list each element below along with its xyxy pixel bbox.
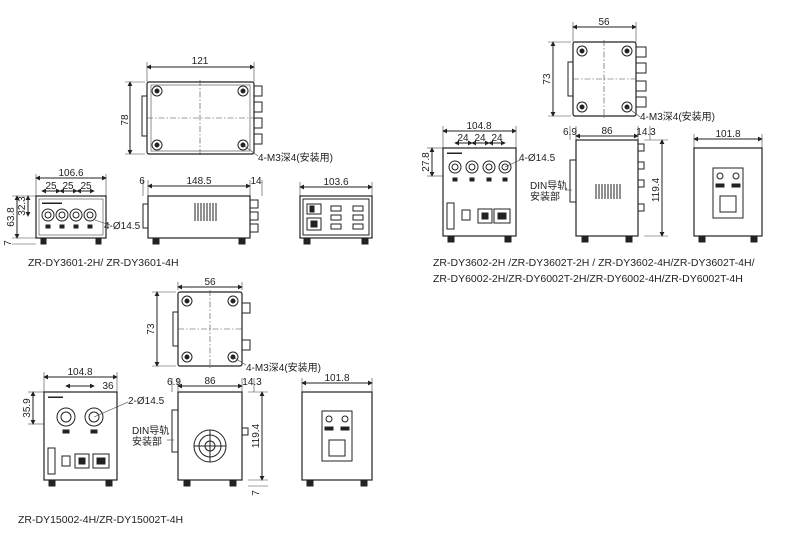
dy3601-front-height: 63.8 — [6, 207, 17, 227]
dy15002-side-height: 119.4 — [251, 423, 262, 448]
dy3601-side-width: 148.5 — [186, 176, 211, 187]
unit-dy3602: 56 73 4-M3深4(安装用) 104.8 — [421, 17, 763, 285]
dy3602-front-width: 104.8 — [466, 121, 491, 132]
dy15002-side-width: 86 — [204, 376, 216, 387]
svg-text:▬▬▬: ▬▬▬ — [48, 394, 63, 400]
dy15002-top-view: 56 73 4-M3深4(安装用) — [146, 277, 321, 374]
dy15002-top-depth: 73 — [146, 323, 157, 335]
dy3601-pitch-1: 25 — [45, 181, 57, 192]
dy3602-back-width: 101.8 — [715, 129, 740, 140]
dy3602-front-view: 104.8 24 24 24 27.8 ▬▬▬ 4-Ø14.5 — [421, 121, 556, 243]
svg-text:▬▬▬▬: ▬▬▬▬ — [42, 200, 62, 206]
dy3601-caption: ZR-DY3601-2H/ ZR-DY3601-4H — [28, 257, 179, 269]
dy15002-pitch: 36 — [102, 381, 114, 392]
dy3602-top-width: 56 — [598, 17, 610, 28]
dy3602-side-right: 14.3 — [636, 127, 656, 138]
dy3602-side-left: 6.9 — [563, 127, 577, 138]
dy3602-din-label-2: 安装部 — [530, 190, 560, 203]
dy3601-mount-note: 4-M3深4(安装用) — [258, 151, 333, 164]
dy15002-hole-note: 2-Ø14.5 — [128, 396, 165, 407]
dy3601-side-view: 148.5 6 14 — [139, 176, 263, 245]
dy3602-top-view: 56 73 4-M3深4(安装用) — [542, 17, 715, 123]
unit-dy15002: 56 73 4-M3深4(安装用) 104.8 36 — [18, 277, 373, 526]
dy3602-caption-line1: ZR-DY3602-2H /ZR-DY3602T-2H / ZR-DY3602-… — [433, 257, 755, 269]
dy15002-side-left: 6.9 — [167, 377, 181, 388]
dy3602-side-width: 86 — [601, 126, 613, 137]
dy3601-hole-note: 4-Ø14.5 — [104, 221, 141, 232]
dy15002-side-view: 6.9 86 14.3 119.4 7 DIN导轨 安装部 — [132, 376, 268, 496]
dy15002-caption: ZR-DY15002-4H/ZR-DY15002T-4H — [18, 514, 183, 526]
dy15002-din-label-1: DIN导轨 — [132, 424, 169, 437]
dy3602-din-label-1: DIN导轨 — [530, 179, 567, 192]
dy15002-mount-note: 4-M3深4(安装用) — [246, 361, 321, 374]
dy15002-front-width: 104.8 — [67, 367, 92, 378]
dy15002-back-width: 101.8 — [324, 373, 349, 384]
dy3601-back-width: 103.6 — [323, 177, 348, 188]
dy3602-pitch-1: 24 — [457, 133, 469, 144]
dy3601-knob-height: 32.3 — [17, 196, 28, 216]
dy3601-top-width: 121 — [192, 56, 209, 67]
dy3602-hole-note: 4-Ø14.5 — [519, 153, 556, 164]
dy3602-pitch-2: 24 — [474, 133, 486, 144]
dy3602-side-height: 119.4 — [651, 177, 662, 202]
svg-text:▬▬▬: ▬▬▬ — [447, 150, 462, 156]
dy15002-front-view: 104.8 36 35.9 ▬▬▬ 2-Ø14.5 — [22, 367, 165, 487]
dy3602-knob-height: 27.8 — [421, 152, 432, 172]
dy15002-side-right: 14.3 — [242, 377, 262, 388]
dy3601-top-view: 121 78 4-M3深4(安装用) — [120, 56, 333, 164]
dy3601-pitch-2: 25 — [62, 181, 74, 192]
unit-dy3601: 121 78 4-M3深4(安装用) — [3, 56, 373, 269]
dy3601-top-depth: 78 — [120, 114, 131, 126]
dy3601-front-width: 106.6 — [58, 168, 83, 179]
dy3601-side-right: 14 — [250, 176, 262, 187]
dy3601-front-view: 106.6 25 25 25 63.8 32.3 7 ▬▬▬▬ — [3, 168, 141, 246]
dy15002-base-height: 7 — [251, 490, 262, 496]
dy15002-din-label-2: 安装部 — [132, 435, 162, 448]
dy3602-top-depth: 73 — [542, 73, 553, 85]
dy15002-knob-height: 35.9 — [22, 398, 33, 418]
dy3602-pitch-3: 24 — [491, 133, 503, 144]
dy15002-top-width: 56 — [204, 277, 216, 288]
dy3601-back-view: 103.6 — [299, 177, 373, 245]
dy3602-mount-note: 4-M3深4(安装用) — [640, 110, 715, 123]
dy3602-side-view: 6.9 86 14.3 119.4 DIN导轨 安装部 — [530, 126, 668, 243]
dy3601-side-left: 6 — [139, 176, 145, 187]
dy3601-base-height: 7 — [3, 240, 14, 246]
dy15002-back-view: 101.8 — [301, 373, 373, 487]
dy3602-caption-line2: ZR-DY6002-2H/ZR-DY6002T-2H/ZR-DY6002-4H/… — [433, 273, 743, 285]
dy3602-back-view: 101.8 — [693, 129, 763, 243]
dy3601-pitch-3: 25 — [80, 181, 92, 192]
